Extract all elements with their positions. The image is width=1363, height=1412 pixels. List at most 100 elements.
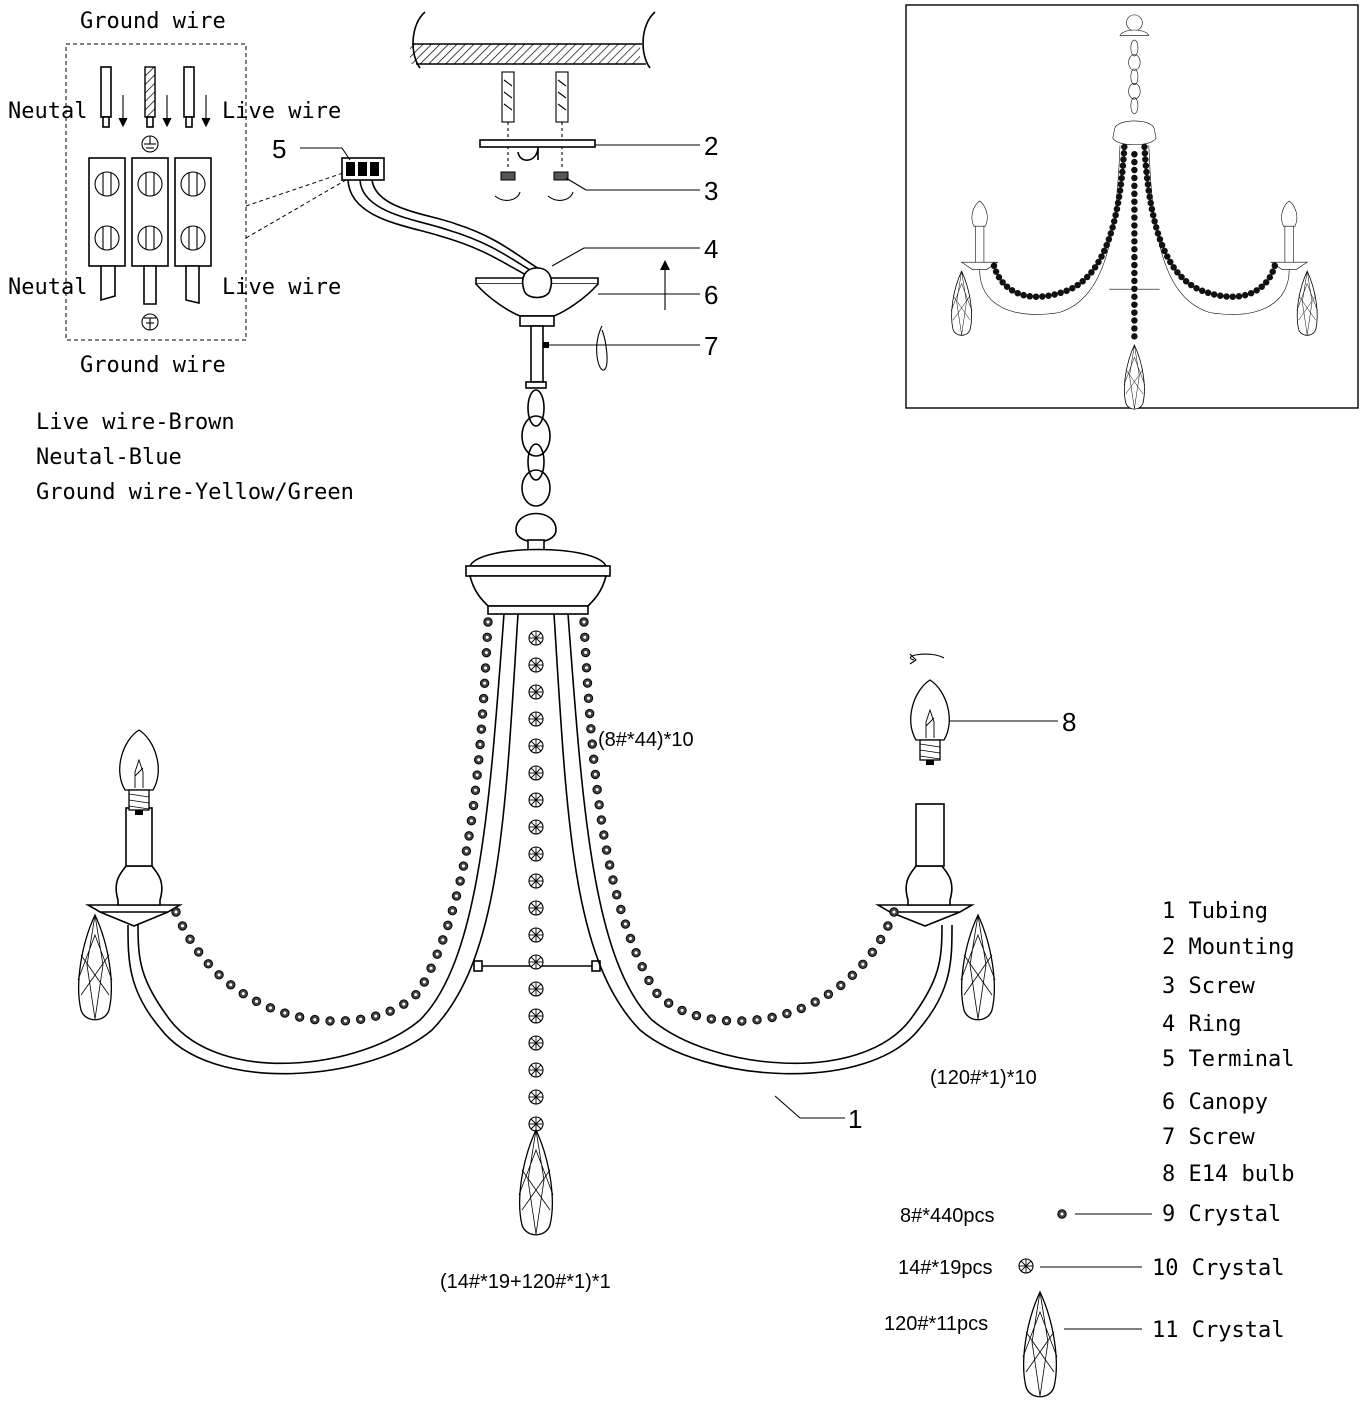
bead <box>599 830 609 840</box>
inset-bead <box>1131 158 1138 166</box>
inset-bead <box>1115 193 1123 201</box>
octagon-bead <box>528 846 544 862</box>
bead <box>411 989 421 1000</box>
inset-bead <box>1020 291 1027 299</box>
bead <box>370 1011 381 1021</box>
inset-bead <box>1174 269 1181 276</box>
ceiling-mount <box>410 11 656 201</box>
bead <box>631 948 641 958</box>
inset-bead <box>1131 166 1138 174</box>
live-wire-bottom-label: Live wire <box>222 275 341 300</box>
inset-bead <box>1026 293 1034 300</box>
bead <box>265 1003 276 1013</box>
bead <box>883 921 893 931</box>
inset-bead <box>1131 277 1138 285</box>
inset-bead <box>1120 150 1128 157</box>
octagon-bead <box>528 684 544 700</box>
bead <box>608 875 618 885</box>
inset-bead <box>1003 283 1011 290</box>
inset-bead <box>1164 253 1171 260</box>
bead <box>582 678 593 688</box>
octagon-bead <box>528 630 544 646</box>
right-candle-arm <box>875 803 996 1021</box>
bead <box>625 933 636 944</box>
part-1: 1 Tubing <box>1162 899 1268 924</box>
inset-bead <box>1105 236 1113 243</box>
inset-bead <box>1131 317 1138 324</box>
bead <box>483 617 493 627</box>
inset-bead <box>1223 293 1230 300</box>
wiring-detail <box>65 43 347 341</box>
inset-bead <box>1032 293 1040 300</box>
bead <box>590 769 601 780</box>
inset-bead <box>1253 287 1260 294</box>
inset-bead <box>1057 289 1064 297</box>
inset-bead <box>1117 181 1125 188</box>
bead <box>592 784 602 795</box>
bead <box>586 724 596 734</box>
inset-bead <box>1193 285 1200 292</box>
bead <box>214 970 224 980</box>
inset-bead <box>999 279 1006 286</box>
inset-bead <box>1241 291 1249 299</box>
bead-garlands <box>171 617 899 1236</box>
bead-chain-annotation: (8#*44)*10 <box>598 729 694 751</box>
inset-bead <box>1145 187 1152 194</box>
inset-bead <box>1167 258 1174 266</box>
chain <box>515 381 557 551</box>
inset-bead <box>1112 211 1119 219</box>
octagon-bead <box>528 873 544 889</box>
inset-bead <box>1144 181 1152 188</box>
bead <box>589 754 599 764</box>
neutal-bottom-label: Neutal <box>8 275 87 300</box>
inset-bead <box>1131 206 1138 213</box>
inset-bead <box>1095 258 1102 266</box>
inset-bead <box>1131 214 1138 221</box>
bead <box>464 831 474 841</box>
bead <box>451 891 462 901</box>
inset-bead <box>1110 218 1118 225</box>
canopy <box>475 260 670 383</box>
callout-7: 7 <box>704 331 718 361</box>
bead <box>185 934 195 944</box>
inset-bead <box>1088 269 1095 276</box>
inset-bead <box>1107 230 1115 237</box>
part-5: 5 Terminal <box>1162 1047 1294 1072</box>
bead <box>481 647 492 658</box>
bead <box>580 632 590 642</box>
bead <box>171 907 181 917</box>
bead <box>810 997 820 1007</box>
live-wire-top-label: Live wire <box>222 99 341 124</box>
inset-bead <box>1131 269 1138 277</box>
bead <box>836 980 846 991</box>
inset-bead <box>1269 268 1276 275</box>
part-3: 3 Screw <box>1162 974 1255 999</box>
inset-bead <box>1039 293 1046 300</box>
bead <box>620 919 631 929</box>
bead <box>601 845 612 855</box>
bead <box>677 1005 687 1016</box>
part-6: 6 Canopy <box>1162 1090 1268 1115</box>
bead <box>583 693 594 704</box>
bead <box>581 663 592 673</box>
inset-bead <box>1154 230 1162 237</box>
octagon-bead <box>528 900 544 916</box>
part-9-qty: 8#*440pcs <box>900 1205 995 1227</box>
octagon-bead <box>528 792 544 808</box>
bead <box>721 1016 732 1026</box>
part-4: 4 Ring <box>1162 1012 1241 1037</box>
inset-bead <box>1014 289 1021 297</box>
left-candle-arm <box>77 729 183 1021</box>
inset-bead <box>1217 292 1224 299</box>
overview-inset <box>905 4 1359 410</box>
inset-bead <box>1247 289 1255 297</box>
bead <box>584 708 595 719</box>
chandelier-body <box>127 548 953 1075</box>
inset-bead <box>1131 222 1138 229</box>
bead <box>475 739 485 750</box>
octagon-bead <box>528 819 544 835</box>
inset-bead <box>1084 273 1091 281</box>
bead <box>385 1006 395 1016</box>
legend-ground-wire: Ground wire-Yellow/Green <box>36 480 354 505</box>
bead <box>691 1010 702 1021</box>
